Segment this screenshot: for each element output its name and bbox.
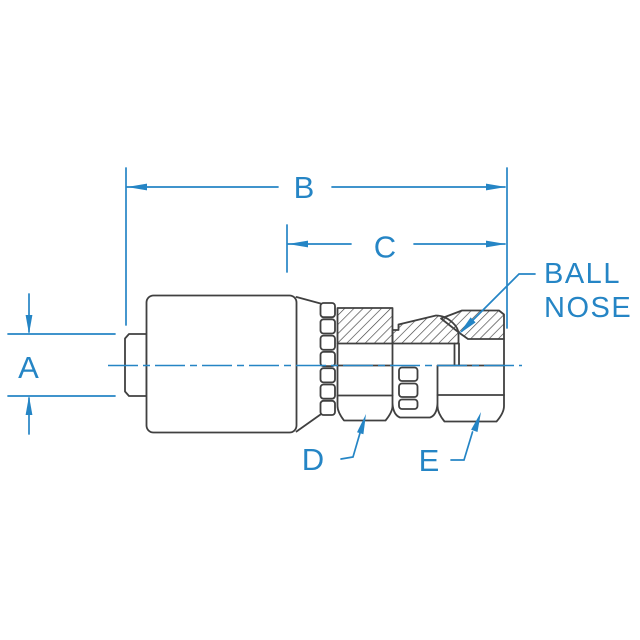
dim-c-arrowhead-left — [288, 240, 308, 248]
taper-bottom-line — [295, 413, 322, 433]
dim-b-arrowhead-right — [486, 183, 506, 191]
dimension-a — [7, 293, 116, 435]
ball-nose-label-line1: BALL — [544, 258, 621, 290]
dim-label-c: C — [374, 230, 396, 265]
taper-top-line — [295, 296, 322, 305]
e-leader-line — [450, 431, 474, 461]
dimension-b — [125, 167, 508, 329]
dim-a-arrowhead-top — [25, 315, 33, 334]
collar-segment — [319, 350, 336, 367]
dim-a-arrowhead-bottom — [25, 396, 33, 415]
nipple-hex-segment — [398, 382, 419, 398]
ball-nose-label-line2: NOSE — [544, 292, 632, 324]
crimp-shell — [145, 294, 298, 434]
dim-label-e: E — [419, 443, 440, 478]
ball-nose-arrowhead — [459, 317, 476, 334]
swivel-nut-e-section — [440, 309, 505, 340]
hex-nut-d-lower — [336, 364, 394, 422]
leader-d — [340, 414, 366, 460]
e-arrowhead — [471, 412, 481, 432]
hex-d-section — [336, 307, 394, 345]
nipple-hex-segment — [398, 398, 419, 410]
neck-between-nuts — [391, 403, 439, 419]
swivel-nut-e-lower — [436, 364, 505, 423]
collar-segment — [319, 367, 336, 384]
d-leader-line — [340, 432, 361, 460]
collar-segment — [319, 383, 336, 400]
nipple-hex-segment — [398, 366, 419, 382]
leader-e — [450, 412, 481, 461]
leader-ball-nose — [459, 273, 536, 334]
dim-label-b: B — [294, 170, 315, 205]
collar-serrations — [319, 302, 336, 416]
dim-c-arrowhead-right — [486, 240, 506, 248]
collar-segment — [319, 399, 336, 416]
nipple-hex-flats — [398, 366, 419, 410]
dim-label-d: D — [302, 442, 324, 477]
dimension-c — [286, 224, 506, 273]
d-arrowhead — [357, 414, 366, 435]
collar-segment — [319, 318, 336, 335]
dim-b-arrowhead-left — [127, 183, 147, 191]
collar-segment — [319, 302, 336, 319]
fitting-part — [124, 294, 505, 434]
collar-segment — [319, 334, 336, 351]
dim-label-a: A — [18, 350, 39, 385]
ball-nose-leader-line — [461, 273, 536, 332]
